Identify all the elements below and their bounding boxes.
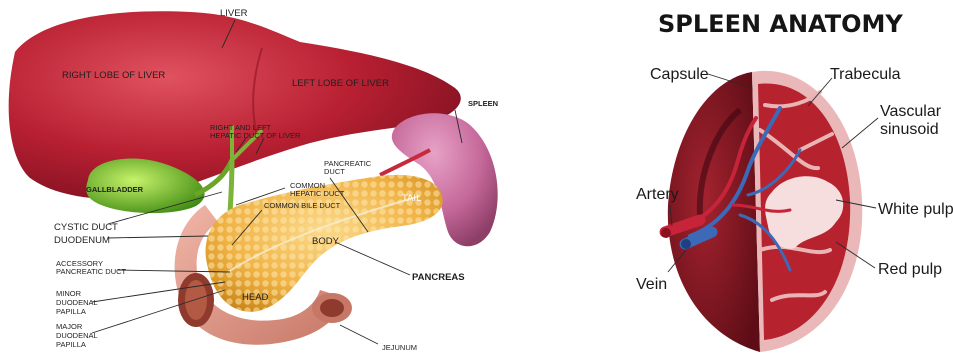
spleen-anatomy-diagram: SPLEEN ANATOMY bbox=[636, 10, 953, 352]
spleen-capsule-half bbox=[668, 72, 760, 352]
cystic-duct-label: CYSTIC DUCT bbox=[54, 222, 118, 233]
white-pulp-label: White pulp bbox=[878, 201, 953, 218]
hepatic-duct-label-2: HEPATIC DUCT OF LIVER bbox=[210, 131, 301, 140]
spleen-label: SPLEEN bbox=[468, 99, 498, 108]
minor-papilla-label-2: DUODENAL bbox=[56, 298, 98, 307]
vein-label: Vein bbox=[636, 276, 667, 293]
liver-shape bbox=[9, 11, 461, 199]
major-papilla-label-1: MAJOR bbox=[56, 322, 83, 331]
body-label: BODY bbox=[312, 236, 340, 247]
minor-papilla-label-3: PAPILLA bbox=[56, 307, 86, 316]
duodenum-label: DUODENUM bbox=[54, 235, 110, 246]
trabecula-label: Trabecula bbox=[830, 66, 901, 83]
vascular-label-2: sinusoid bbox=[880, 121, 939, 138]
digestive-organs-diagram: LIVER RIGHT LOBE OF LIVER LEFT LOBE OF L… bbox=[9, 8, 498, 352]
red-pulp-label: Red pulp bbox=[878, 261, 942, 278]
jejunum-label: JEJUNUM bbox=[382, 343, 417, 352]
tail-label: TAIL bbox=[402, 193, 421, 204]
common-bile-duct-label: COMMON BILE DUCT bbox=[264, 201, 341, 210]
vascular-label-1: Vascular bbox=[880, 103, 942, 120]
capsule-label: Capsule bbox=[650, 66, 709, 83]
major-papilla-label-2: DUODENAL bbox=[56, 331, 98, 340]
liver-label: LIVER bbox=[220, 8, 248, 19]
artery-label: Artery bbox=[636, 186, 679, 203]
spleen-anatomy-title: SPLEEN ANATOMY bbox=[658, 10, 903, 38]
pancreatic-duct-label-2: DUCT bbox=[324, 167, 345, 176]
pancreas-label: PANCREAS bbox=[412, 272, 465, 283]
left-lobe-label: LEFT LOBE OF LIVER bbox=[292, 78, 389, 89]
head-label: HEAD bbox=[242, 292, 269, 303]
common-hepatic-duct-label-2: HEPATIC DUCT bbox=[290, 189, 345, 198]
gallbladder-label: GALLBLADDER bbox=[86, 185, 144, 194]
minor-papilla-label-1: MINOR bbox=[56, 289, 82, 298]
major-papilla-label-3: PAPILLA bbox=[56, 340, 86, 349]
accessory-duct-label-2: PANCREATIC DUCT bbox=[56, 267, 127, 276]
right-lobe-label: RIGHT LOBE OF LIVER bbox=[62, 70, 165, 81]
